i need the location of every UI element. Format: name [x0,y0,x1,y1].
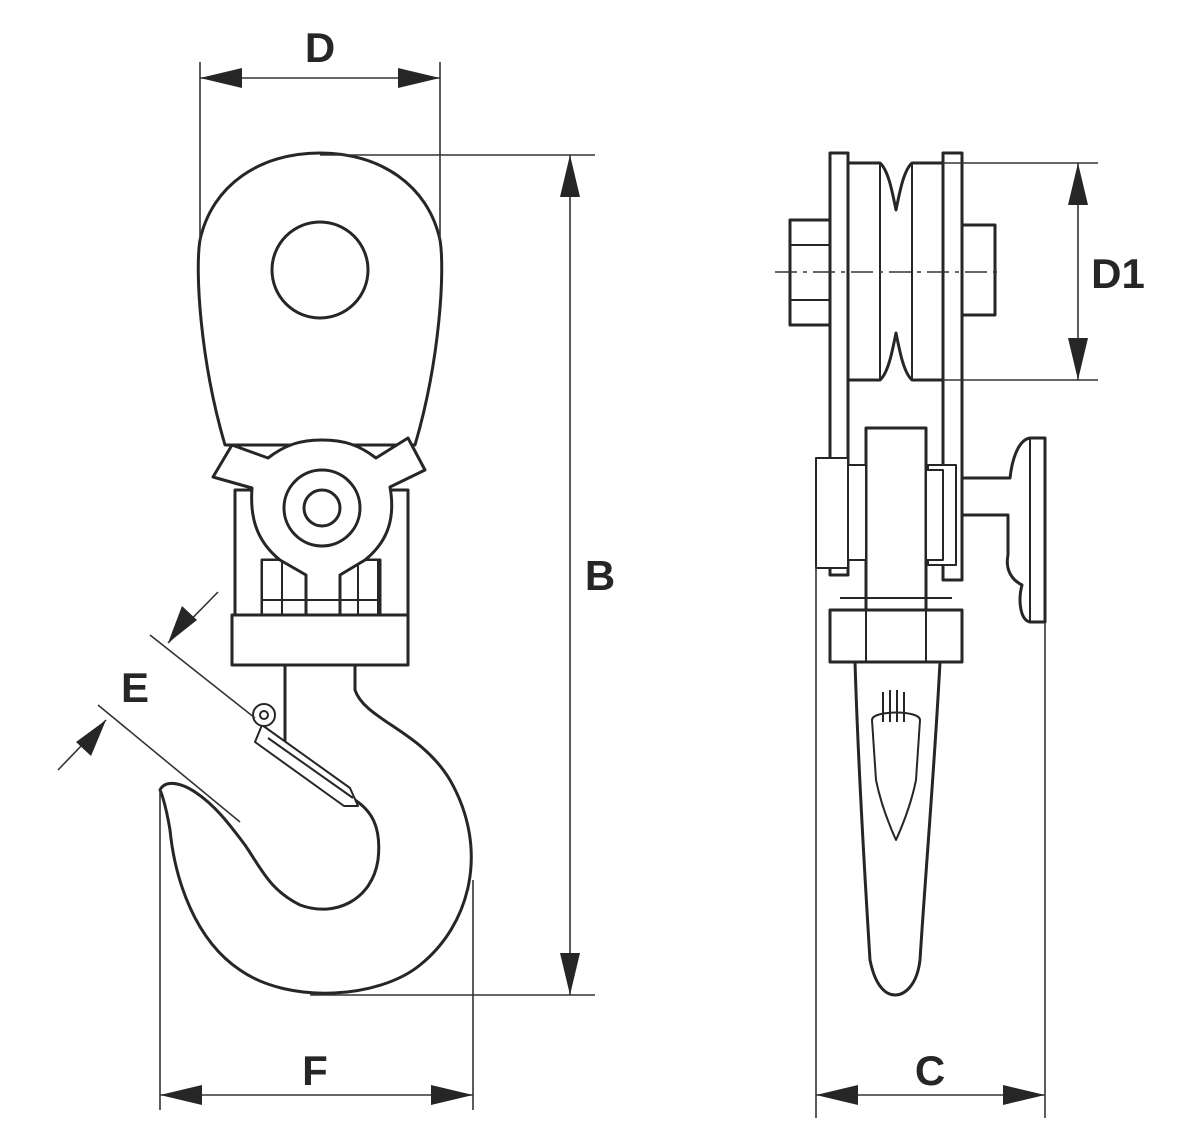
dimension-lines [57,62,1098,1118]
front-view [158,151,473,995]
left-lug [815,457,849,569]
latch-pivot-pin [259,710,269,720]
dimension-label-e: E [121,664,149,711]
side-crossbar [828,608,964,664]
swivel-crossbar [230,613,410,667]
dimension-label-c: C [915,1047,945,1094]
hook-body [158,663,473,995]
dimension-label-f: F [302,1047,328,1094]
yoke-strap-left [261,559,283,616]
side-view [775,151,1047,997]
sheave-axle-hole [270,220,370,320]
dimension-label-b: B [585,552,615,599]
yoke-strap-right [357,559,379,616]
hub-bolt [302,488,342,528]
dimension-label-d1: D1 [1091,250,1145,297]
side-wing-nut [960,436,1047,624]
dimension-label-d: D [305,24,335,71]
